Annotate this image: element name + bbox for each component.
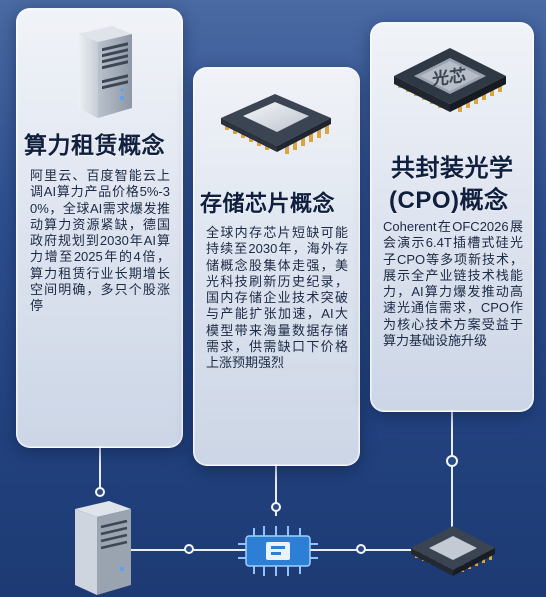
connector-line-2 <box>275 464 277 516</box>
card-title-line2: (CPO)概念 <box>389 187 509 214</box>
server-icon <box>75 501 131 595</box>
connector-line-1 <box>99 446 101 492</box>
card-body: 全球内存芯片短缺可能持续至2030年，海外存储概念股集体走强，美光科技刷新历史纪… <box>206 225 348 371</box>
cpo-chip-icon <box>394 48 506 112</box>
chip-label: 光芯 <box>432 65 466 91</box>
connector-line-3 <box>451 410 453 530</box>
card-body: Coherent在OFC2026展会演示6.4T插槽式硅光子CPO等多项新技术，… <box>383 219 523 349</box>
connector-dot-4 <box>184 544 194 554</box>
chip-icon <box>238 526 318 576</box>
cpu-chip-icon <box>411 526 495 576</box>
card-title-line1: 共封装光学 <box>391 155 514 182</box>
card-title: 算力租赁概念 <box>24 132 165 158</box>
card-body: 阿里云、百度智能云上调AI算力产品价格5%-30%，全球AI需求爆发推动算力资源… <box>30 168 170 314</box>
connector-dot-2 <box>271 502 281 512</box>
connector-dot-1 <box>95 487 105 497</box>
connector-dot-3 <box>446 455 458 467</box>
connector-dot-5 <box>356 544 366 554</box>
server-icon <box>78 26 132 118</box>
card-title: 存储芯片概念 <box>200 191 336 216</box>
memory-chip-icon <box>221 94 331 154</box>
